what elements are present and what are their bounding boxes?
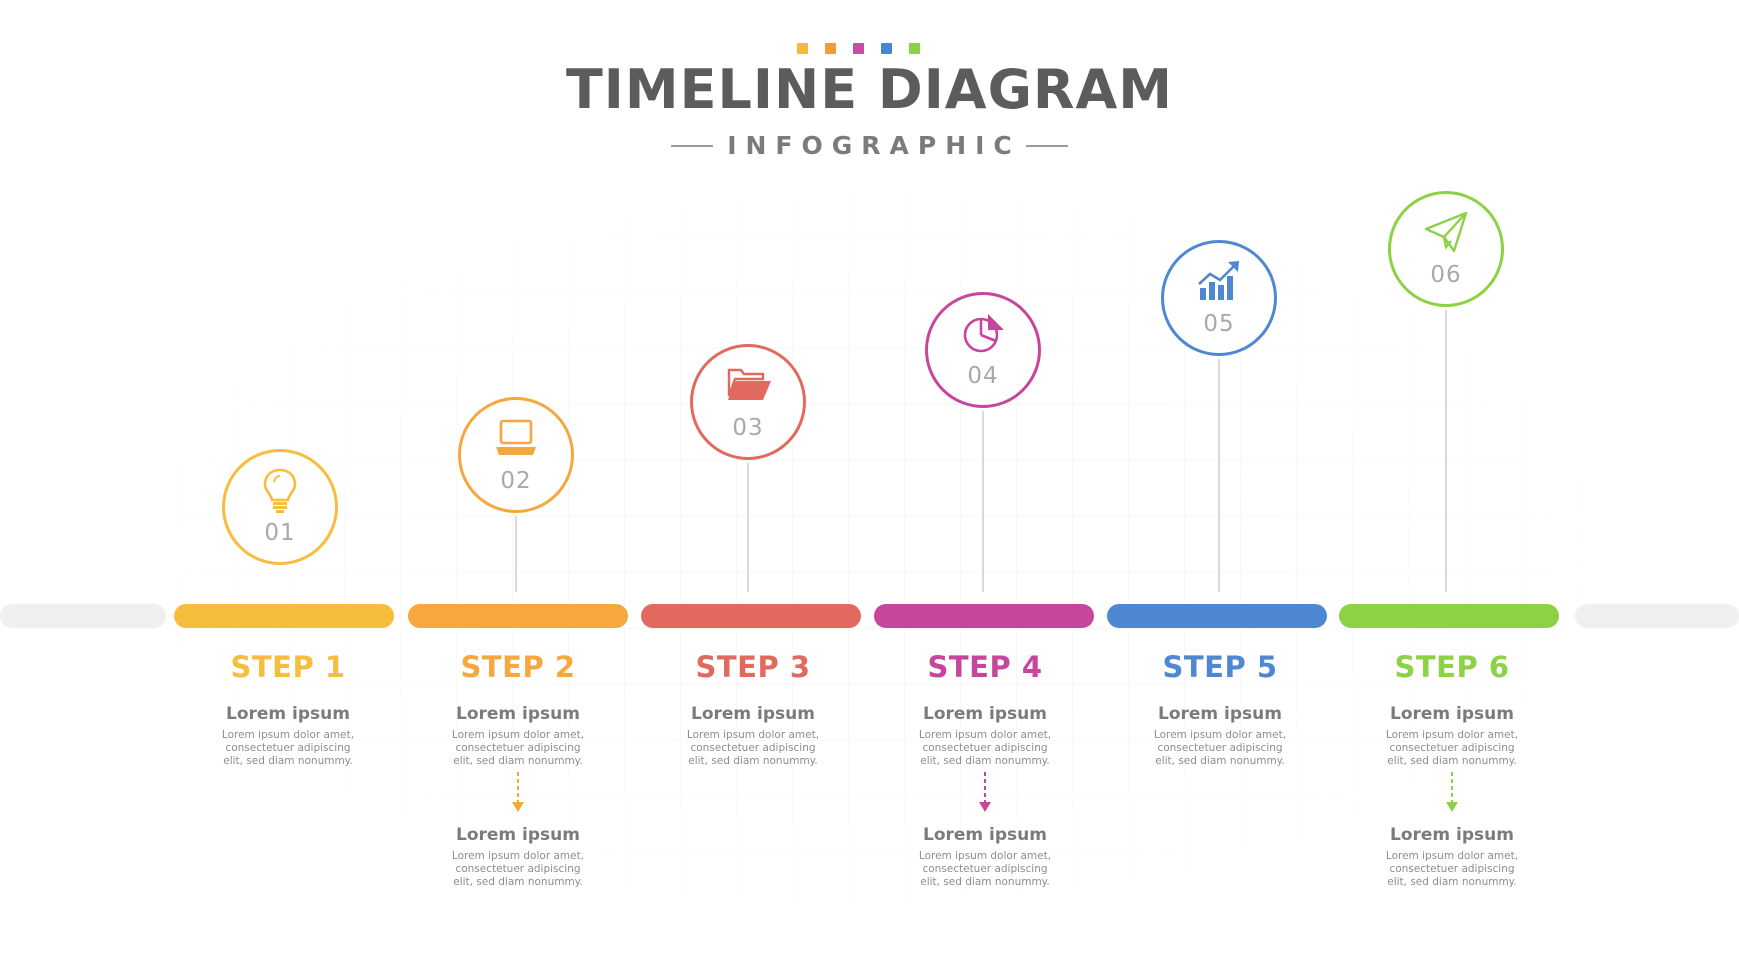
step-heading: Lorem ipsum bbox=[923, 704, 1047, 724]
header-color-dots bbox=[797, 43, 920, 54]
timeline-bar-step-6 bbox=[1339, 604, 1559, 628]
page-title: TIMELINE DIAGRAM bbox=[565, 58, 1174, 121]
down-arrow-icon bbox=[508, 770, 528, 816]
step-circle-2: 02 bbox=[458, 397, 574, 513]
color-dot bbox=[853, 43, 864, 54]
step-number: 05 bbox=[1203, 311, 1235, 337]
timeline-bar-step-4 bbox=[874, 604, 1094, 628]
step-extra-heading: Lorem ipsum bbox=[1390, 825, 1514, 845]
step-circle-6: 06 bbox=[1388, 191, 1504, 307]
step-details-1: STEP 1 Lorem ipsum Lorem ipsum dolor ame… bbox=[178, 650, 398, 768]
color-dot bbox=[909, 43, 920, 54]
step-circle-1: 01 bbox=[222, 449, 338, 565]
pie-chart-icon bbox=[958, 308, 1008, 358]
step-extra-details-2: Lorem ipsum Lorem ipsum dolor amet, cons… bbox=[408, 825, 628, 889]
step-label: STEP 1 bbox=[230, 650, 346, 684]
connector-line bbox=[982, 411, 984, 592]
color-dot bbox=[881, 43, 892, 54]
step-label: STEP 6 bbox=[1394, 650, 1510, 684]
connector-line bbox=[1218, 359, 1220, 592]
down-arrow-icon bbox=[1442, 770, 1462, 816]
color-dot bbox=[797, 43, 808, 54]
step-circle-5: 05 bbox=[1161, 240, 1277, 356]
step-heading: Lorem ipsum bbox=[1158, 704, 1282, 724]
step-extra-description: Lorem ipsum dolor amet, consectetuer adi… bbox=[1385, 850, 1519, 888]
step-extra-heading: Lorem ipsum bbox=[923, 825, 1047, 845]
step-heading: Lorem ipsum bbox=[456, 704, 580, 724]
step-number: 06 bbox=[1430, 262, 1462, 288]
step-heading: Lorem ipsum bbox=[1390, 704, 1514, 724]
step-number: 04 bbox=[967, 363, 999, 389]
step-circle-4: 04 bbox=[925, 292, 1041, 408]
step-description: Lorem ipsum dolor amet, consectetuer adi… bbox=[221, 729, 355, 767]
step-description: Lorem ipsum dolor amet, consectetuer adi… bbox=[1385, 729, 1519, 767]
page-subtitle: INFOGRAPHIC bbox=[727, 131, 1021, 160]
step-details-4: STEP 4 Lorem ipsum Lorem ipsum dolor ame… bbox=[875, 650, 1095, 768]
step-details-5: STEP 5 Lorem ipsum Lorem ipsum dolor ame… bbox=[1110, 650, 1330, 768]
step-extra-details-6: Lorem ipsum Lorem ipsum dolor amet, cons… bbox=[1342, 825, 1562, 889]
step-heading: Lorem ipsum bbox=[691, 704, 815, 724]
step-description: Lorem ipsum dolor amet, consectetuer adi… bbox=[1153, 729, 1287, 767]
lightbulb-icon bbox=[255, 465, 305, 515]
down-arrow-icon bbox=[975, 770, 995, 816]
growth-chart-icon bbox=[1194, 256, 1244, 306]
subtitle-row: INFOGRAPHIC bbox=[0, 131, 1739, 160]
timeline-bar-step-3 bbox=[641, 604, 861, 628]
folder-icon bbox=[723, 360, 773, 410]
step-extra-description: Lorem ipsum dolor amet, consectetuer adi… bbox=[918, 850, 1052, 888]
step-number: 03 bbox=[732, 415, 764, 441]
timeline-bar-step-5 bbox=[1107, 604, 1327, 628]
laptop-icon bbox=[491, 413, 541, 463]
subtitle-rule-right bbox=[1025, 144, 1068, 147]
step-label: STEP 4 bbox=[927, 650, 1043, 684]
step-description: Lorem ipsum dolor amet, consectetuer adi… bbox=[451, 729, 585, 767]
step-label: STEP 5 bbox=[1162, 650, 1278, 684]
timeline-track-start bbox=[0, 604, 166, 628]
step-label: STEP 3 bbox=[695, 650, 811, 684]
grid-background bbox=[120, 180, 1620, 920]
step-description: Lorem ipsum dolor amet, consectetuer adi… bbox=[918, 729, 1052, 767]
timeline-bar-step-1 bbox=[174, 604, 394, 628]
color-dot bbox=[825, 43, 836, 54]
step-label: STEP 2 bbox=[460, 650, 576, 684]
timeline-track-end bbox=[1575, 604, 1739, 628]
step-number: 01 bbox=[264, 520, 296, 546]
paper-plane-icon bbox=[1421, 207, 1471, 257]
connector-line bbox=[1445, 310, 1447, 592]
step-heading: Lorem ipsum bbox=[226, 704, 350, 724]
step-details-2: STEP 2 Lorem ipsum Lorem ipsum dolor ame… bbox=[408, 650, 628, 768]
step-details-6: STEP 6 Lorem ipsum Lorem ipsum dolor ame… bbox=[1342, 650, 1562, 768]
timeline-bar-step-2 bbox=[408, 604, 628, 628]
connector-line bbox=[515, 516, 517, 592]
connector-line bbox=[747, 463, 749, 592]
step-extra-description: Lorem ipsum dolor amet, consectetuer adi… bbox=[451, 850, 585, 888]
step-circle-3: 03 bbox=[690, 344, 806, 460]
subtitle-rule-left bbox=[671, 144, 714, 147]
step-extra-details-4: Lorem ipsum Lorem ipsum dolor amet, cons… bbox=[875, 825, 1095, 889]
step-details-3: STEP 3 Lorem ipsum Lorem ipsum dolor ame… bbox=[643, 650, 863, 768]
step-number: 02 bbox=[500, 468, 532, 494]
step-extra-heading: Lorem ipsum bbox=[456, 825, 580, 845]
step-description: Lorem ipsum dolor amet, consectetuer adi… bbox=[686, 729, 820, 767]
